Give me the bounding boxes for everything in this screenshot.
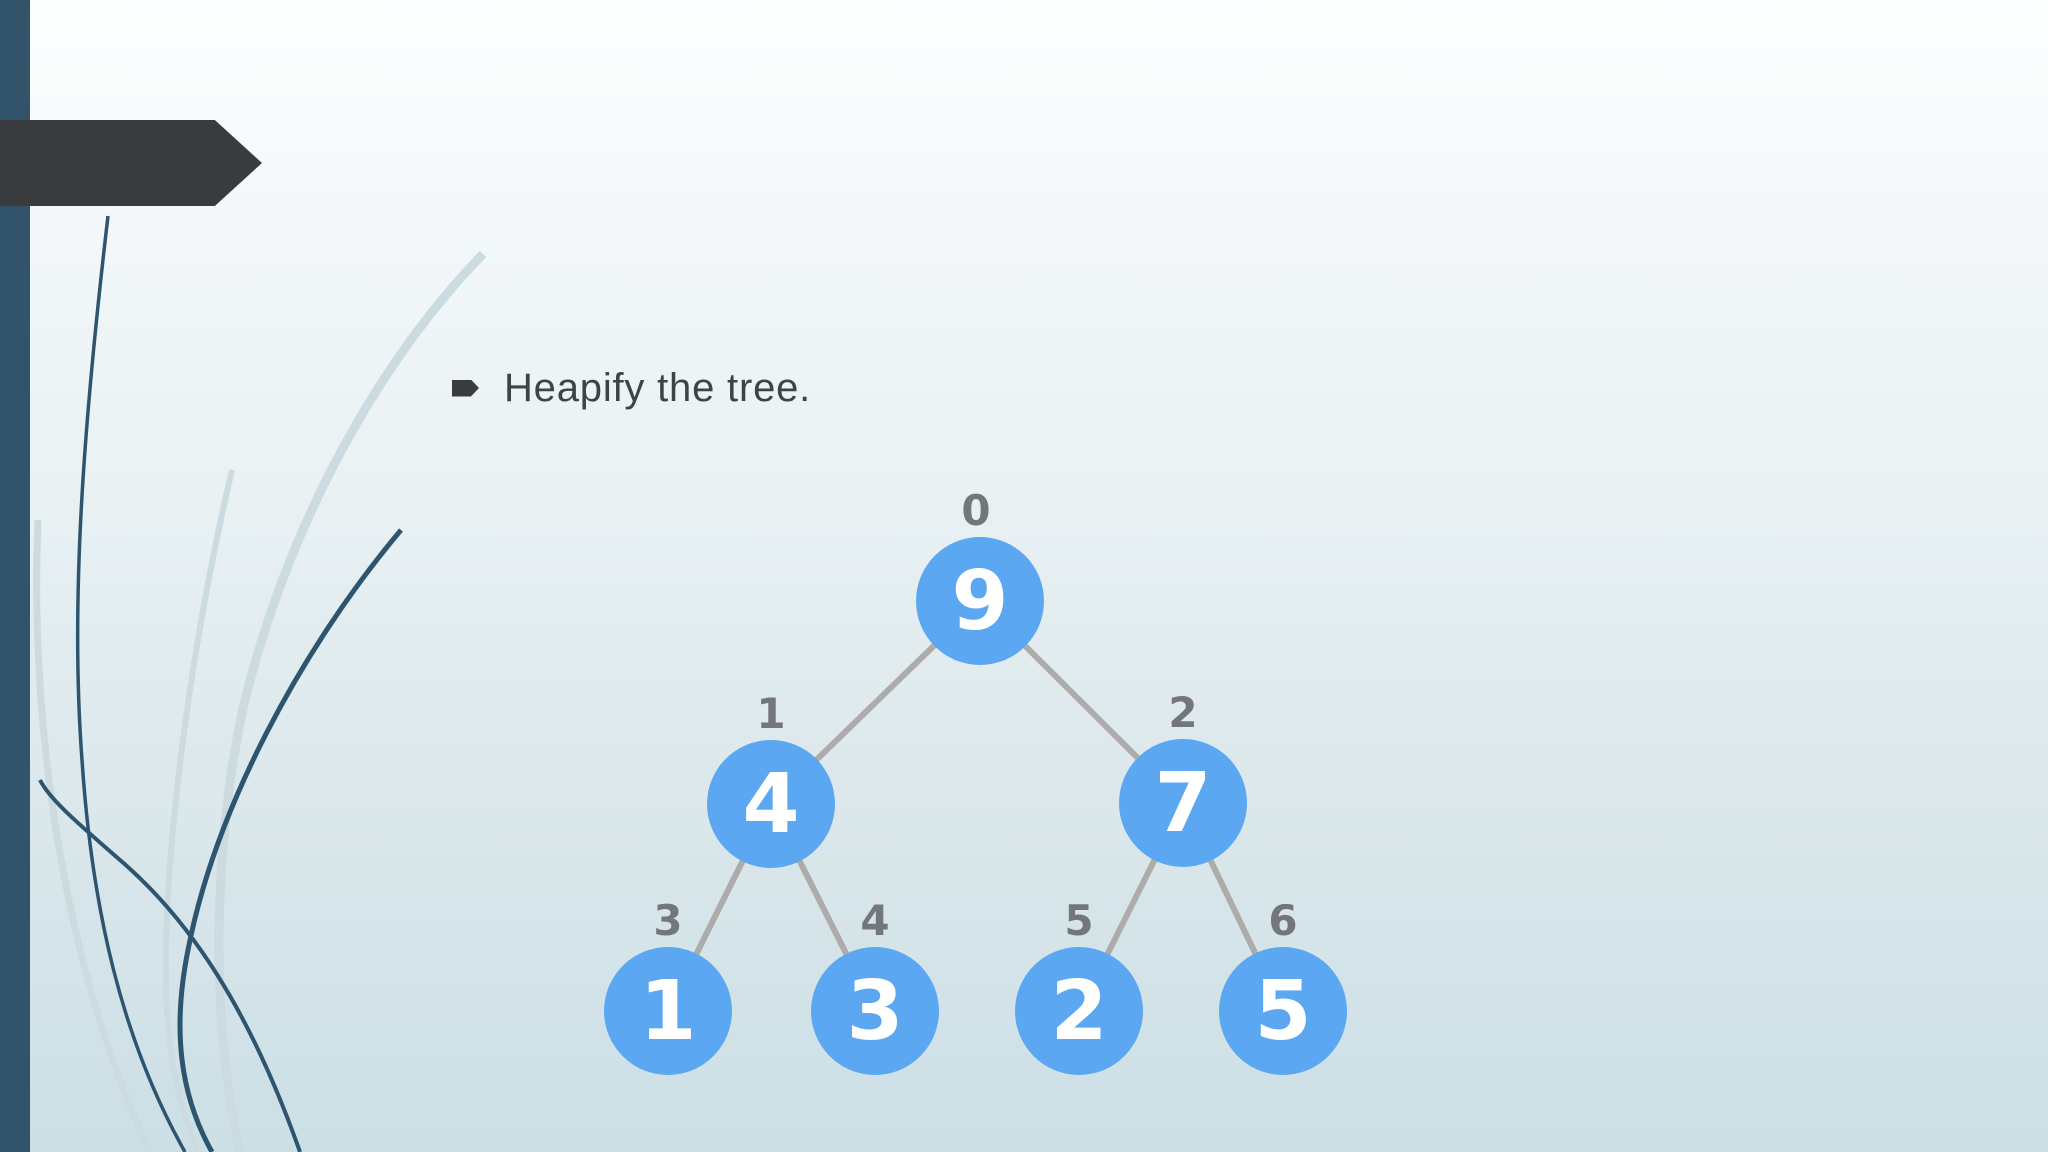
node-index-label: 0 bbox=[961, 486, 990, 535]
swoosh-dark-curve bbox=[177, 528, 403, 1152]
node-circle bbox=[1119, 739, 1247, 867]
node-value: 3 bbox=[846, 964, 903, 1059]
node-circle bbox=[707, 740, 835, 868]
title-banner-arrow bbox=[0, 120, 262, 206]
tree-node-0: 0 9 bbox=[916, 486, 1044, 665]
decorative-swoosh-curves bbox=[33, 215, 487, 1152]
node-value: 2 bbox=[1050, 964, 1107, 1059]
node-value: 9 bbox=[951, 554, 1008, 649]
node-index-label: 3 bbox=[653, 896, 682, 945]
tree-node-2: 2 7 bbox=[1119, 688, 1247, 867]
swoosh-light-curve bbox=[162, 469, 235, 1152]
swoosh-dark-curve bbox=[38, 779, 302, 1152]
node-index-label: 1 bbox=[756, 689, 785, 738]
node-index-label: 4 bbox=[860, 896, 889, 945]
node-circle bbox=[1015, 947, 1143, 1075]
node-circle bbox=[1219, 947, 1347, 1075]
tree-node-4: 4 3 bbox=[811, 896, 939, 1075]
tree-node-1: 1 4 bbox=[707, 689, 835, 868]
node-circle bbox=[916, 537, 1044, 665]
node-circle bbox=[604, 947, 732, 1075]
node-value: 1 bbox=[639, 964, 696, 1059]
tree-node-3: 3 1 bbox=[604, 896, 732, 1075]
arrow-bullet-icon bbox=[452, 379, 479, 397]
node-circle bbox=[811, 947, 939, 1075]
node-index-label: 2 bbox=[1168, 688, 1197, 737]
tree-node-6: 6 5 bbox=[1219, 896, 1347, 1075]
tree-node-5: 5 2 bbox=[1015, 896, 1143, 1075]
swoosh-dark-curve bbox=[75, 215, 187, 1152]
swoosh-light-curve bbox=[214, 250, 487, 1152]
node-value: 5 bbox=[1254, 964, 1311, 1059]
swoosh-light-curve bbox=[33, 519, 154, 1152]
bullet-text: Heapify the tree. bbox=[504, 366, 812, 410]
bullet-line: Heapify the tree. bbox=[452, 366, 811, 410]
node-index-label: 5 bbox=[1064, 896, 1093, 945]
node-value: 7 bbox=[1154, 756, 1211, 851]
node-index-label: 6 bbox=[1268, 896, 1297, 945]
node-value: 4 bbox=[742, 757, 799, 852]
